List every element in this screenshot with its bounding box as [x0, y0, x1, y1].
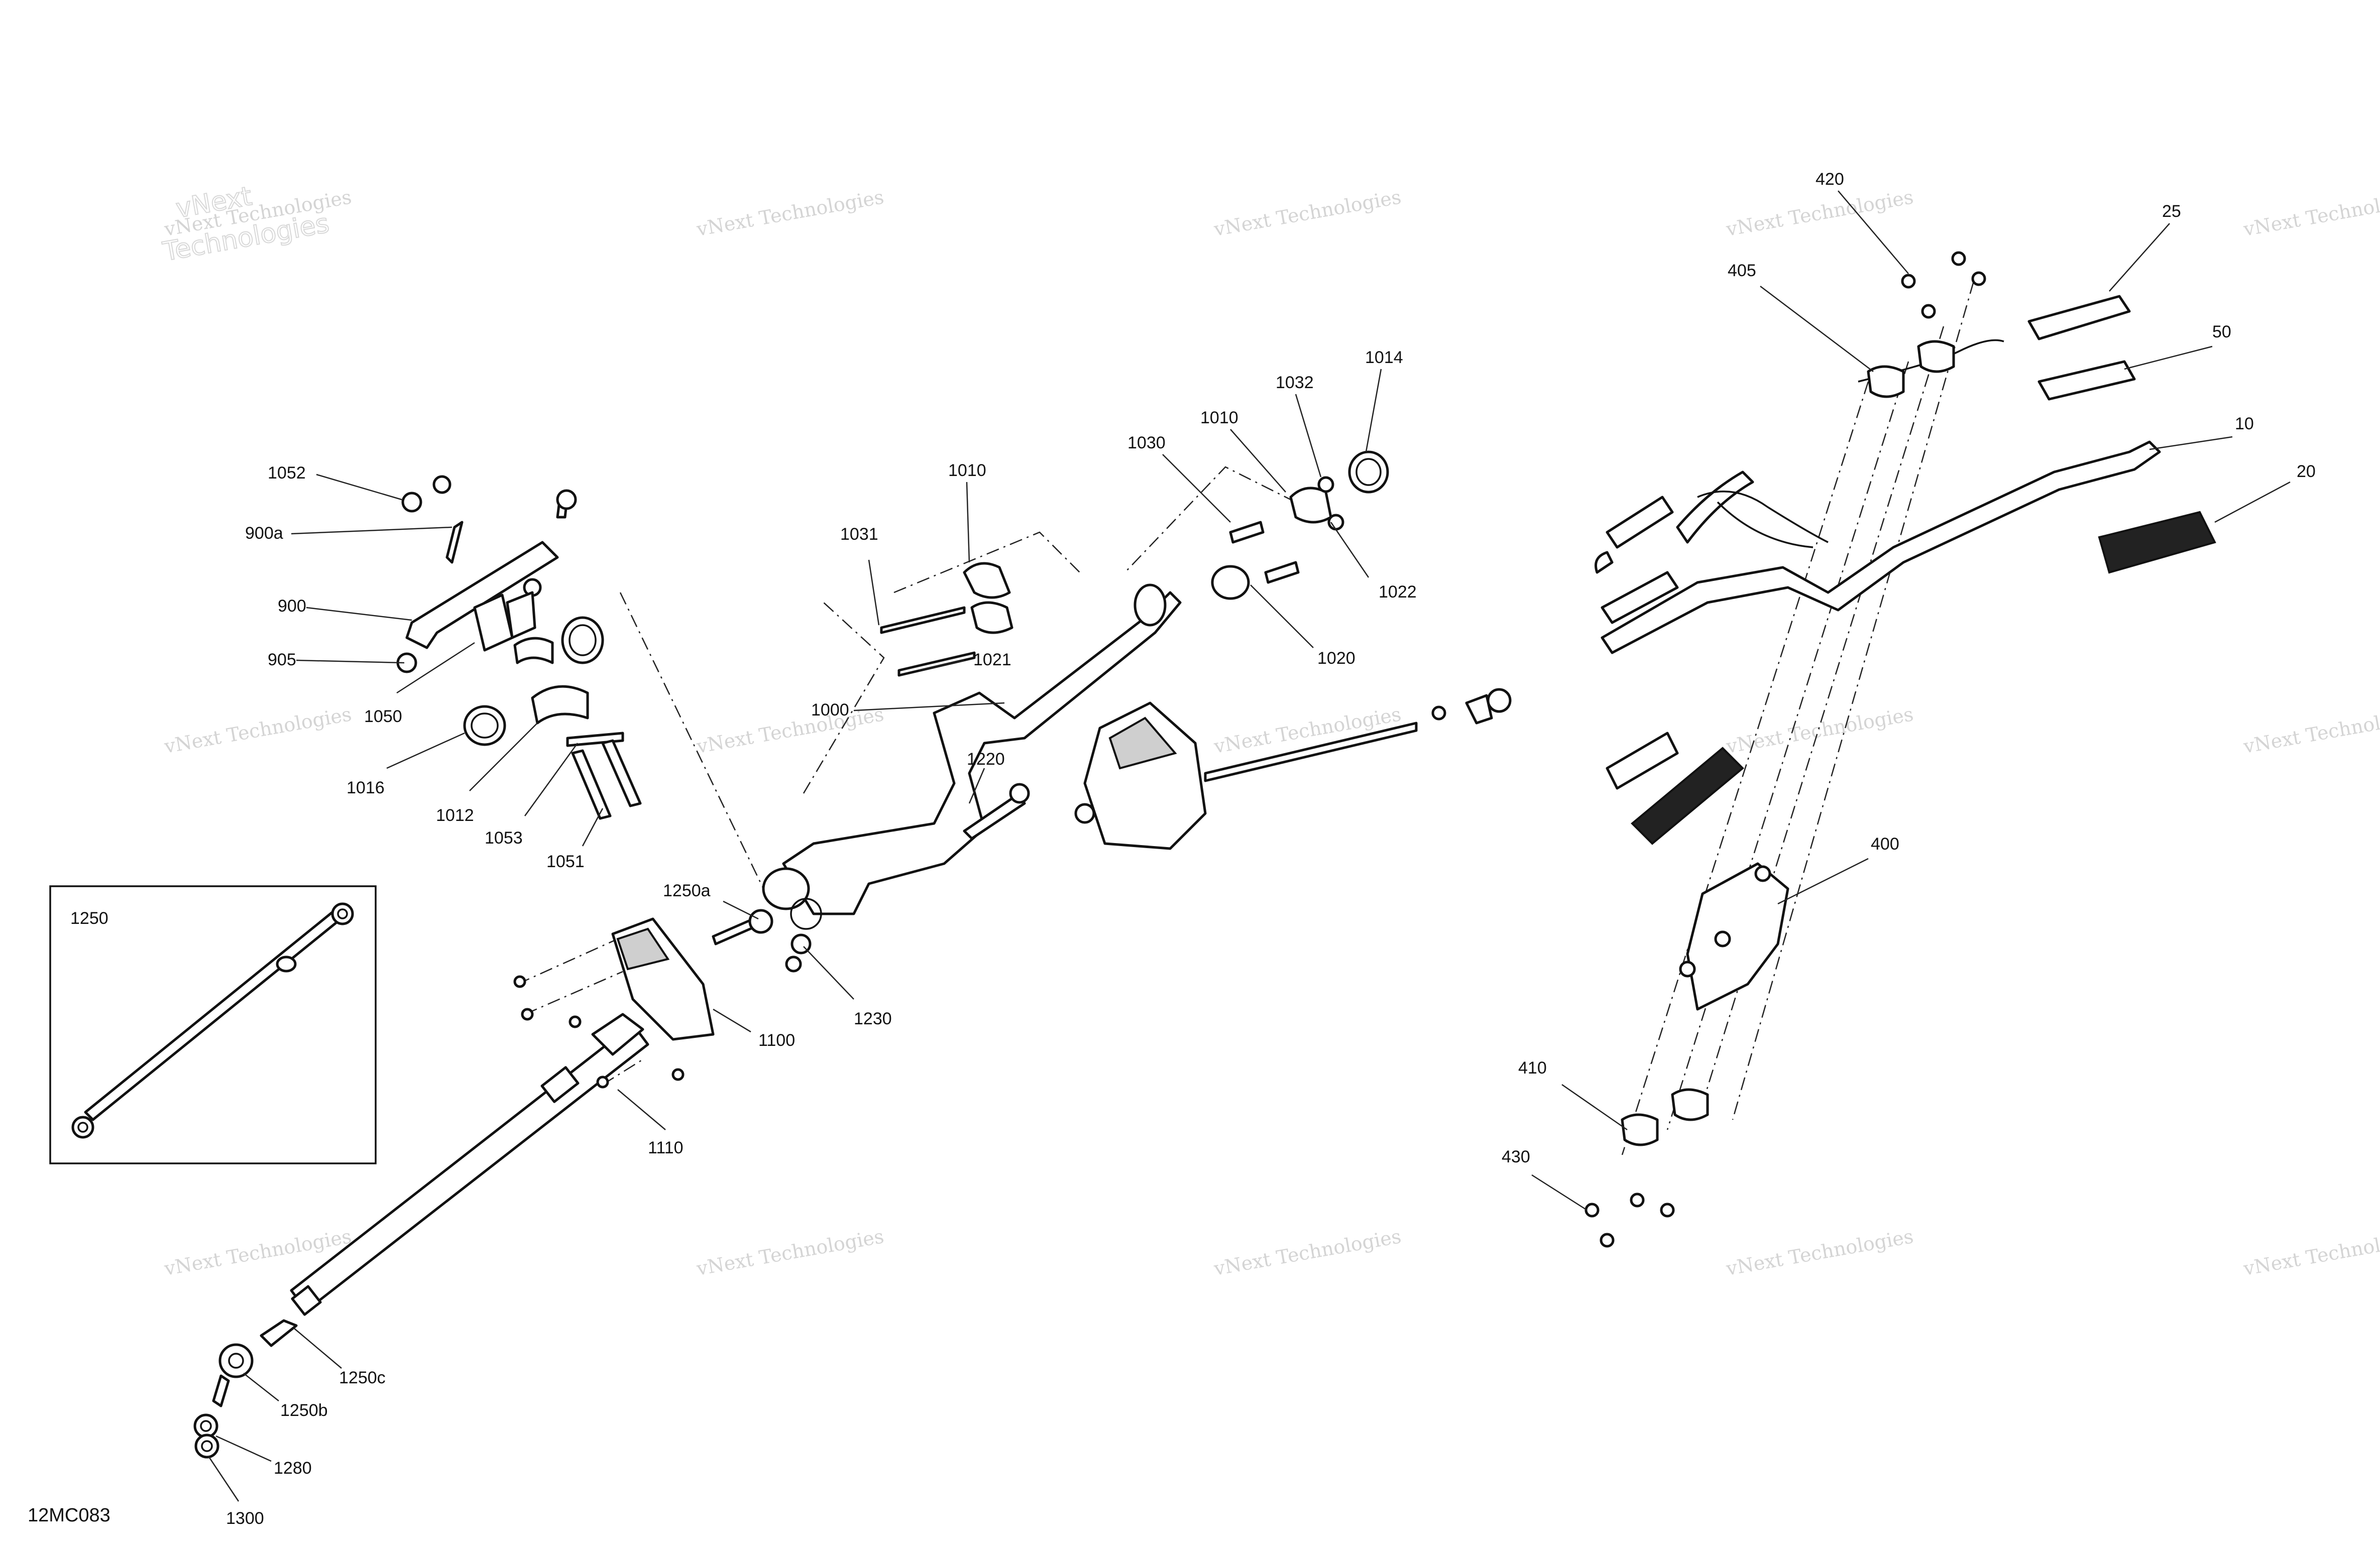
callout-1100: 1100 — [758, 1031, 795, 1050]
callout-1021: 1021 — [973, 650, 1011, 669]
callout-1012: 1012 — [436, 806, 474, 825]
callout-1050: 1050 — [364, 707, 402, 726]
watermark-text: vNext Technologies — [695, 186, 885, 241]
steering-covers — [611, 688, 1512, 1041]
tie-rod-inset: 1250 — [49, 885, 377, 1164]
callout-1020: 1020 — [1317, 649, 1355, 668]
callout-1014: 1014 — [1365, 348, 1403, 367]
callout-1022: 1022 — [1379, 582, 1417, 602]
steering-column — [193, 1013, 649, 1459]
handlebar — [1595, 295, 2216, 845]
lower-clamps — [1584, 1088, 1709, 1248]
fasteners-left — [513, 909, 773, 1089]
watermark-text: vNext Technologies — [2241, 703, 2380, 758]
assembly-lines — [517, 281, 1975, 1155]
callouts: 1052 900a 900 905 1050 1016 1012 1053 10… — [226, 170, 2316, 1528]
inset-frame — [49, 885, 377, 1164]
callout-1110: 1110 — [648, 1138, 684, 1157]
watermark-text: vNext Technologies — [162, 703, 353, 758]
callout-900a: 900a — [245, 524, 283, 543]
callout-400: 400 — [1871, 835, 1899, 854]
callout-10: 10 — [2235, 414, 2254, 433]
callout-1051: 1051 — [546, 852, 585, 871]
column-support-bracket — [396, 475, 642, 820]
callout-1300: 1300 — [226, 1509, 264, 1528]
watermark-text: vNext Technologies — [695, 1225, 885, 1280]
watermark-text: vNext Technologies — [1724, 1225, 1915, 1280]
callout-1250a: 1250a — [663, 881, 711, 900]
callout-410: 410 — [1518, 1058, 1547, 1078]
callout-1016: 1016 — [347, 778, 385, 797]
watermark-text: vNext Technologies — [1724, 703, 1915, 758]
callout-1250b: 1250b — [280, 1401, 328, 1420]
callout-1230: 1230 — [854, 1009, 892, 1028]
diagram-code: 12MC083 — [28, 1505, 110, 1526]
callout-25: 25 — [2162, 202, 2181, 221]
callout-1250c: 1250c — [339, 1368, 386, 1387]
callout-420: 420 — [1816, 170, 1844, 189]
watermark-text: vNext Technologies — [1724, 186, 1915, 241]
callout-20: 20 — [2297, 462, 2316, 481]
handlebar-clamp-riser — [1679, 862, 1789, 1011]
callout-430: 430 — [1502, 1147, 1530, 1166]
watermark-text: vNext Technologies — [1212, 1225, 1403, 1280]
watermark-text: vNext Technologies — [1212, 186, 1403, 241]
callout-1280: 1280 — [274, 1459, 312, 1478]
leader-lines — [207, 190, 2291, 1502]
handlebar-riser — [762, 583, 1182, 973]
callout-900: 900 — [278, 597, 306, 616]
riser-clamps — [880, 450, 1389, 677]
callout-1010: 1010 — [948, 461, 986, 480]
callout-1053: 1053 — [485, 828, 523, 848]
callout-1031: 1031 — [840, 525, 878, 544]
callout-405: 405 — [1728, 261, 1756, 280]
inset-label: 1250 — [70, 909, 108, 928]
callout-1000: 1000 — [811, 700, 849, 720]
callout-1052: 1052 — [268, 463, 306, 483]
callout-50: 50 — [2212, 322, 2231, 341]
callout-1010: 1010 — [1200, 408, 1238, 427]
watermark-text: vNext Technologies — [2241, 1225, 2380, 1280]
callout-1220: 1220 — [967, 750, 1005, 769]
callout-1030: 1030 — [1127, 433, 1166, 452]
callout-905: 905 — [268, 650, 296, 669]
watermark-text: vNext Technologies — [2241, 186, 2380, 241]
callout-1032: 1032 — [1276, 373, 1314, 392]
upper-clamps — [1867, 251, 1986, 398]
watermark-text: vNext Technologies — [695, 703, 885, 758]
